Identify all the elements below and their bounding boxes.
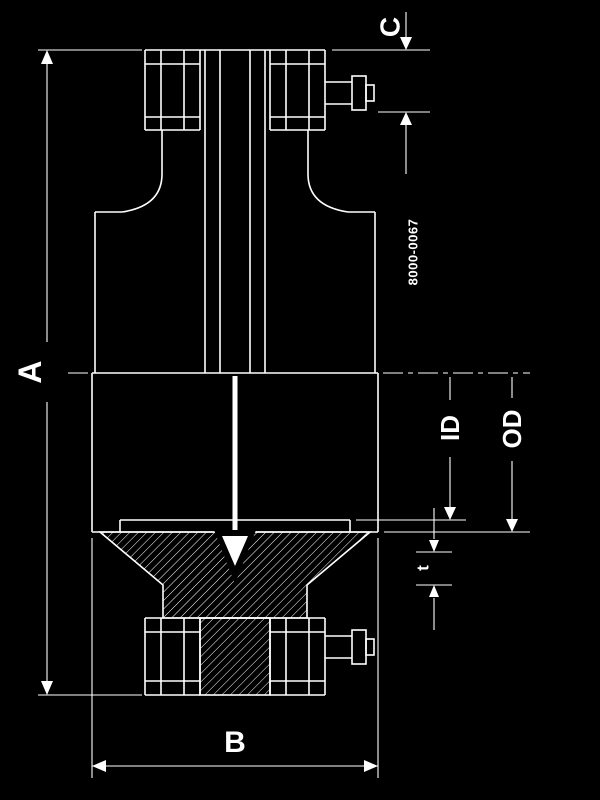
dimension-a: A: [12, 49, 142, 696]
upper-flange: [92, 50, 378, 374]
dimension-b-label: B: [224, 726, 246, 759]
dimension-od-label: OD: [497, 410, 527, 449]
dimension-c-label: C: [375, 17, 406, 37]
dimension-od: OD: [384, 377, 530, 533]
part-number: 8000-0067: [406, 219, 421, 286]
dimension-id: ID: [356, 377, 466, 521]
bottom-fasteners: [144, 617, 375, 696]
top-fasteners: [144, 49, 375, 131]
part-number-label: 8000-0067: [406, 219, 421, 286]
dimension-b: B: [91, 538, 379, 778]
dimension-t-label: t: [414, 565, 433, 571]
flow-arrow: [214, 376, 256, 584]
dimension-a-label: A: [12, 360, 48, 383]
dimension-id-label: ID: [435, 415, 465, 441]
bottom-web-section: [199, 617, 271, 696]
dimension-c: C: [332, 12, 430, 174]
dimension-t: t: [414, 508, 452, 630]
